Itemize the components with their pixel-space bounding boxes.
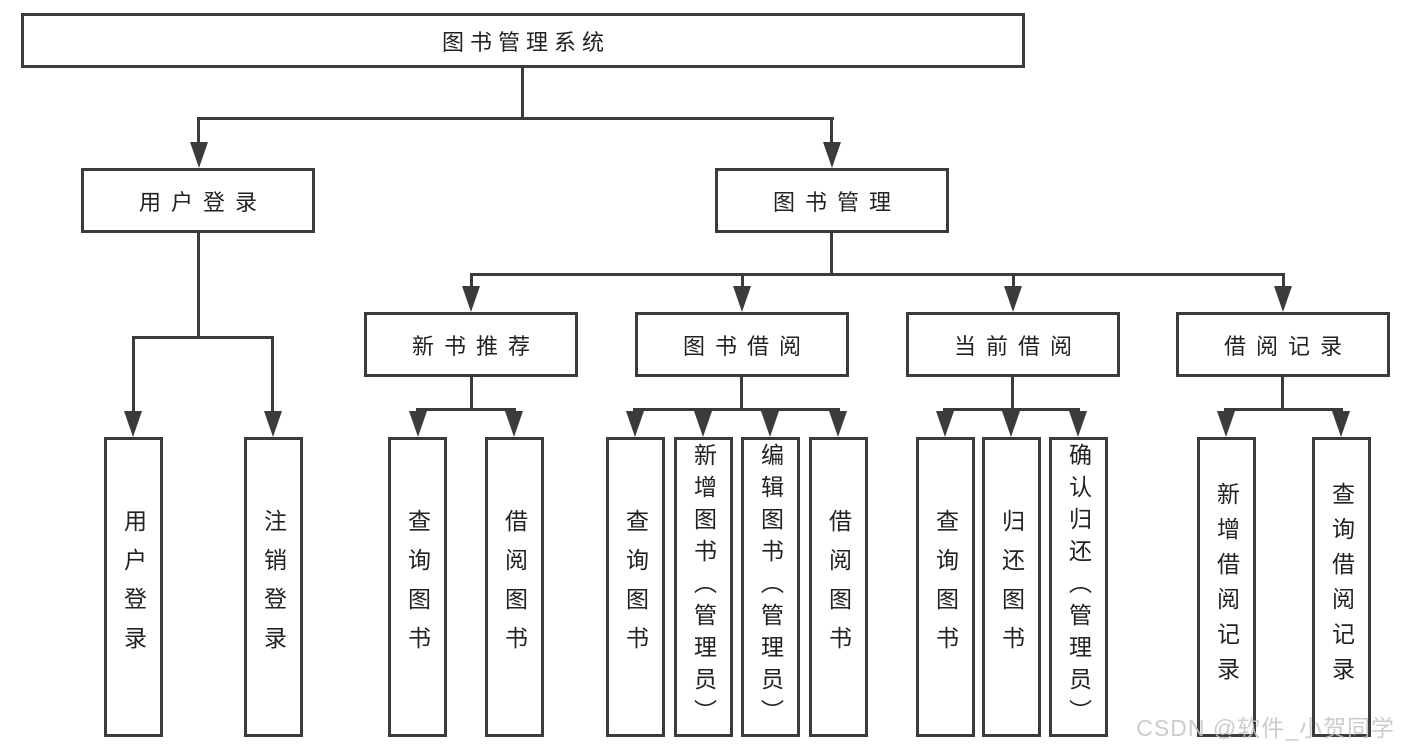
- arrow-down-icon: [626, 411, 644, 437]
- connector-hline: [417, 408, 516, 411]
- arrow-down-icon: [124, 411, 142, 437]
- arrow-down-icon: [694, 411, 712, 437]
- leaf-query-books-borrow: 查询图书: [606, 437, 665, 737]
- connector-vline: [1012, 273, 1015, 291]
- node-book-borrowing: 图书借阅: [635, 312, 849, 377]
- connector-vline: [830, 233, 833, 273]
- arrow-down-icon: [761, 411, 779, 437]
- leaf-confirm-return-admin: 确认归还（管理员）: [1049, 437, 1108, 737]
- node-current-borrowing: 当前借阅: [906, 312, 1120, 377]
- arrow-down-icon: [264, 411, 282, 437]
- leaf-user-login: 用户登录: [104, 437, 163, 737]
- leaf-return-books: 归还图书: [982, 437, 1041, 737]
- arrow-down-icon: [1274, 286, 1292, 312]
- arrow-down-icon: [936, 411, 954, 437]
- connector-vline: [741, 273, 744, 291]
- leaf-add-books-admin: 新增图书（管理员）: [674, 437, 733, 737]
- connector-hline: [470, 273, 1285, 276]
- connector-vline: [1282, 273, 1285, 291]
- arrow-down-icon: [1004, 286, 1022, 312]
- arrow-down-icon: [829, 411, 847, 437]
- arrow-down-icon: [409, 411, 427, 437]
- node-root: 图书管理系统: [21, 13, 1025, 68]
- node-borrowing-records: 借阅记录: [1176, 312, 1390, 377]
- node-new-book-recommendation: 新书推荐: [364, 312, 578, 377]
- leaf-borrow-books: 借阅图书: [809, 437, 868, 737]
- arrow-down-icon: [505, 411, 523, 437]
- arrow-down-icon: [1332, 411, 1350, 437]
- connector-vline: [132, 336, 135, 418]
- connector-vline: [271, 336, 274, 418]
- connector-vline: [197, 117, 200, 147]
- connector-hline: [944, 408, 1080, 411]
- connector-hline: [1225, 408, 1343, 411]
- connector-vline: [740, 377, 743, 408]
- connector-vline: [1281, 377, 1284, 408]
- node-book-management: 图书管理: [715, 168, 949, 233]
- connector-vline: [830, 117, 833, 147]
- connector-vline: [521, 68, 524, 117]
- arrow-down-icon: [823, 142, 841, 168]
- leaf-query-borrow-record: 查询借阅记录: [1312, 437, 1371, 737]
- leaf-edit-books-admin: 编辑图书（管理员）: [741, 437, 800, 737]
- leaf-query-books-current: 查询图书: [916, 437, 975, 737]
- arrow-down-icon: [190, 142, 208, 168]
- connector-hline: [198, 117, 834, 120]
- node-user-login: 用户登录: [81, 168, 315, 233]
- arrow-down-icon: [1217, 411, 1235, 437]
- connector-hline: [132, 336, 274, 339]
- arrow-down-icon: [1069, 411, 1087, 437]
- connector-vline: [197, 233, 200, 336]
- connector-vline: [1011, 377, 1014, 408]
- connector-hline: [634, 408, 840, 411]
- leaf-add-borrow-record: 新增借阅记录: [1197, 437, 1256, 737]
- connector-vline: [470, 273, 473, 291]
- watermark: CSDN @软件_小贺同学: [1136, 715, 1395, 741]
- arrow-down-icon: [733, 286, 751, 312]
- leaf-query-books-recommend: 查询图书: [388, 437, 447, 737]
- leaf-borrow-books-recommend: 借阅图书: [485, 437, 544, 737]
- arrow-down-icon: [1002, 411, 1020, 437]
- leaf-logout-login: 注销登录: [244, 437, 303, 737]
- connector-vline: [470, 377, 473, 408]
- arrow-down-icon: [462, 286, 480, 312]
